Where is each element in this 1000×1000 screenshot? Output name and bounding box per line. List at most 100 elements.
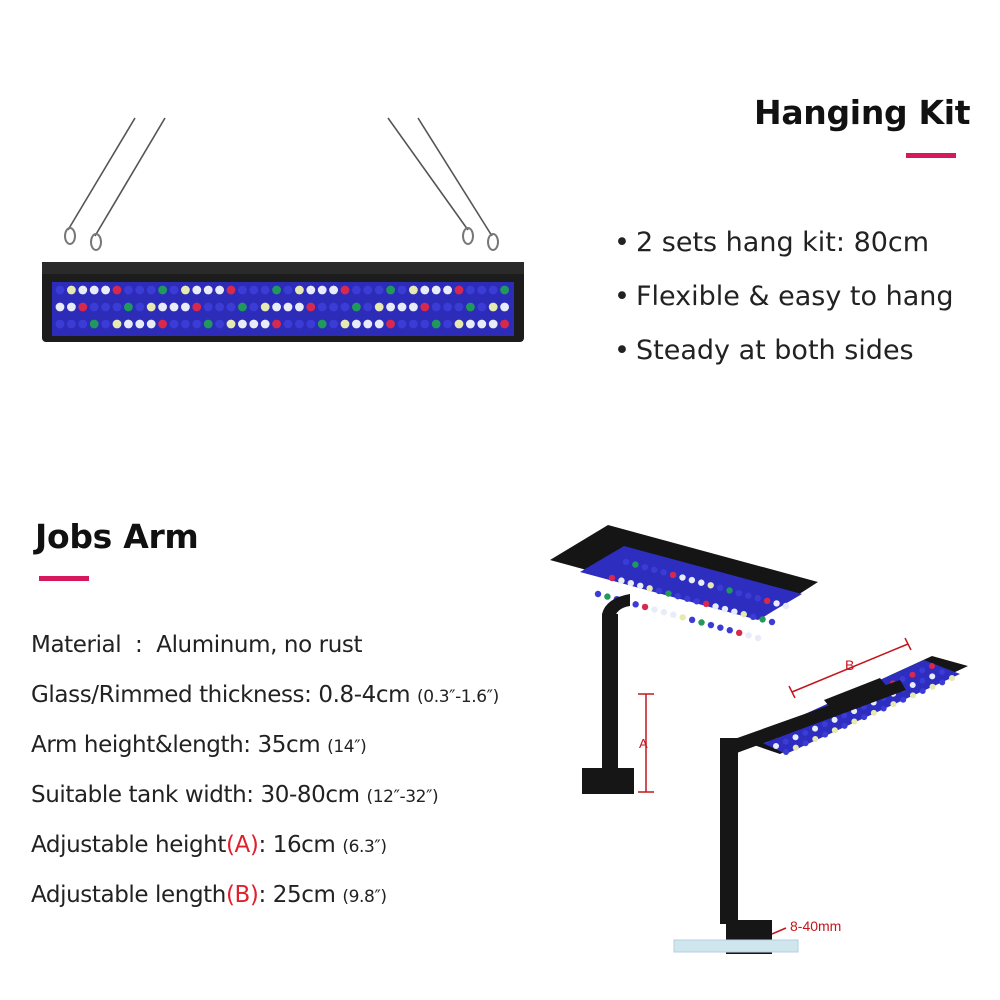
- led-dot: [726, 627, 733, 634]
- led-dot: [146, 285, 156, 295]
- led-dot: [283, 319, 293, 329]
- led-dot: [67, 302, 76, 312]
- led-dot: [822, 731, 829, 738]
- led-dot: [431, 319, 441, 329]
- led-dot: [851, 718, 858, 725]
- led-dot: [374, 302, 384, 312]
- led-dot: [112, 319, 122, 329]
- led-dot: [500, 302, 509, 312]
- hanging-hooks: [64, 227, 499, 251]
- spec-adjustable-height: Adjustable height(A): 16cm (6.3″): [31, 832, 387, 858]
- led-dot: [146, 302, 156, 312]
- led-dot: [735, 589, 743, 597]
- led-dot: [89, 302, 99, 312]
- led-dot: [500, 285, 509, 295]
- led-dot: [604, 593, 611, 600]
- led-dot: [660, 569, 667, 576]
- led-dot: [260, 302, 270, 312]
- jobs-arm-title: Jobs Arm: [35, 517, 199, 556]
- hanging-kit-feature-item: •Flexible & easy to hang: [614, 270, 954, 324]
- led-dot: [660, 608, 668, 616]
- led-dot: [782, 602, 790, 610]
- led-dot: [89, 285, 99, 295]
- led-dot: [949, 675, 955, 681]
- led-dot: [707, 582, 714, 589]
- led-dot: [754, 634, 762, 642]
- led-dot: [272, 285, 281, 295]
- led-dot: [192, 285, 202, 295]
- led-dot: [707, 621, 715, 629]
- led-dot: [890, 701, 897, 708]
- led-dot: [637, 582, 644, 589]
- led-dot: [716, 584, 724, 592]
- led-dot: [712, 603, 719, 610]
- led-dot: [123, 285, 133, 295]
- led-dot: [158, 302, 168, 312]
- led-dot: [55, 319, 65, 329]
- led-dot: [352, 319, 361, 329]
- led-dot: [158, 319, 168, 329]
- led-dot: [792, 744, 799, 751]
- led-dot: [306, 302, 316, 312]
- led-dot: [169, 285, 179, 295]
- spec-material: Material : Aluminum, no rust: [31, 632, 363, 658]
- led-dot: [749, 613, 757, 621]
- bullet-icon: •: [614, 227, 630, 258]
- led-dot: [420, 319, 430, 329]
- led-dot: [329, 285, 338, 295]
- led-dot: [317, 302, 327, 312]
- led-dot: [101, 285, 110, 295]
- led-dot: [135, 285, 145, 295]
- led-dot: [454, 302, 464, 312]
- led-dot: [454, 285, 464, 295]
- led-dot: [782, 738, 789, 745]
- arm-light-1: [550, 525, 818, 642]
- led-dot: [146, 319, 156, 329]
- led-dot: [238, 285, 247, 295]
- led-dot: [215, 302, 225, 312]
- spec-glass-thickness: Glass/Rimmed thickness: 0.8-4cm (0.3″-1.…: [31, 682, 499, 708]
- led-dot: [352, 302, 361, 312]
- led-dot: [238, 319, 247, 329]
- led-dot: [679, 574, 686, 581]
- led-dot: [627, 579, 635, 587]
- led-dot: [78, 302, 88, 312]
- led-dot: [909, 692, 916, 699]
- led-dot: [158, 285, 168, 295]
- led-dot: [238, 302, 247, 312]
- led-dot: [939, 669, 945, 675]
- led-dot: [861, 714, 868, 721]
- led-dot: [409, 285, 418, 295]
- led-dot: [929, 663, 935, 669]
- led-dot: [272, 302, 281, 312]
- led-dot: [203, 319, 213, 329]
- led-dot: [641, 603, 649, 611]
- led-dot: [735, 629, 743, 637]
- led-dot: [674, 592, 682, 600]
- led-dot: [340, 302, 350, 312]
- led-dot: [112, 285, 122, 295]
- led-dot: [792, 734, 799, 741]
- led-dot: [169, 319, 179, 329]
- led-dot: [192, 319, 202, 329]
- led-dot: [249, 302, 259, 312]
- led-dot: [443, 285, 452, 295]
- hanging-kit-feature-list: •2 sets hang kit: 80cm •Flexible & easy …: [614, 216, 954, 378]
- led-dot: [226, 319, 236, 329]
- arm-light-1-led-array: [594, 558, 790, 642]
- led-dot: [409, 319, 418, 329]
- led-dot: [768, 618, 776, 626]
- led-dot: [773, 743, 779, 749]
- led-dot: [215, 319, 225, 329]
- bullet-icon: •: [614, 335, 630, 366]
- led-dot: [329, 302, 338, 312]
- led-dot: [594, 590, 602, 598]
- led-dot: [55, 302, 65, 312]
- led-dot: [169, 302, 179, 312]
- led-dot: [340, 319, 350, 329]
- led-dot: [295, 319, 304, 329]
- led-dot: [374, 285, 384, 295]
- led-dot: [466, 285, 475, 295]
- led-dot: [870, 709, 877, 716]
- led-dot: [283, 302, 293, 312]
